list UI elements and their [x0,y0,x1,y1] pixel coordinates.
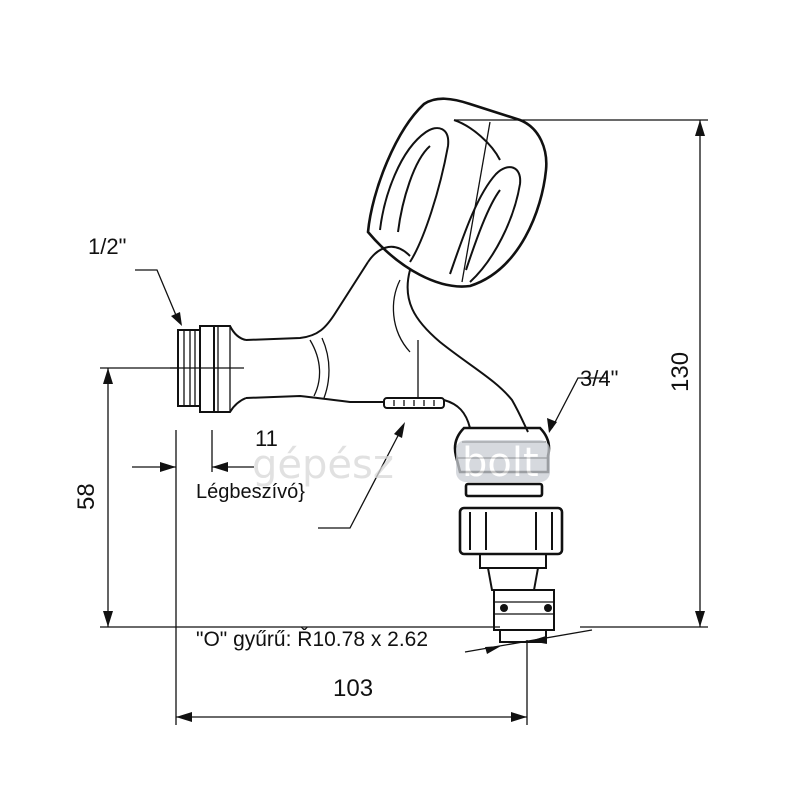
label-o-ring: "O" gyűrű: Ř10.78 x 2.62 [196,628,428,651]
watermark: gépész bolt [252,440,550,488]
watermark-box [456,440,550,482]
watermark-right: bolt [462,440,539,486]
label-thread-inlet: 1/2" [88,234,126,259]
label-height-axis: 58 [73,483,100,510]
label-length-total: 103 [333,675,373,702]
tap-body [170,97,548,433]
label-thread-outlet: 3/4" [580,366,618,391]
label-air-inlet: Légbeszívó} [196,481,305,503]
label-offset: 11 [255,426,278,451]
dimension-lines [100,119,708,725]
watermark-left: gépész [252,442,394,488]
label-height-total: 130 [667,352,694,392]
